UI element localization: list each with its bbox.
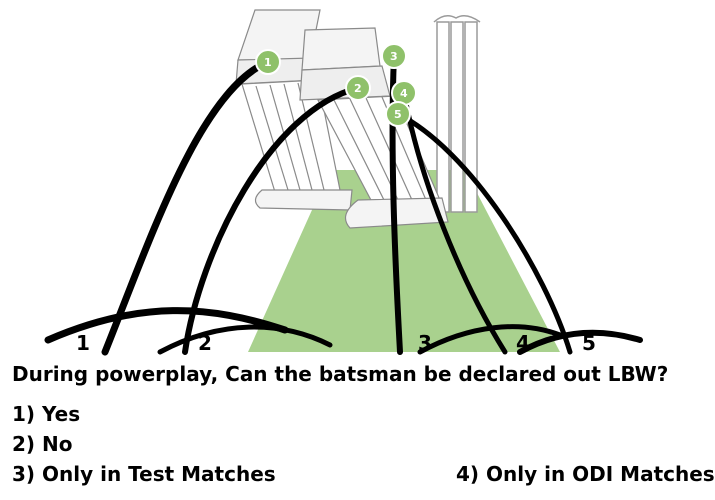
impact-marker-5: 5 — [385, 101, 411, 127]
impact-marker-3: 3 — [381, 43, 407, 69]
line-label-4: 4 — [516, 331, 530, 355]
right-leg — [299, 27, 449, 229]
question-text: During powerplay, Can the batsman be dec… — [12, 362, 669, 386]
impact-marker-1: 1 — [255, 49, 281, 75]
pitch-zone — [248, 170, 560, 352]
svg-text:2: 2 — [354, 82, 362, 95]
stumps — [433, 15, 481, 213]
option-1[interactable]: 1) Yes — [12, 402, 81, 426]
trajectory-lines — [44, 53, 643, 356]
svg-text:4: 4 — [400, 87, 408, 100]
line-label-1: 1 — [76, 331, 90, 355]
trajectory-line-1 — [101, 58, 272, 356]
impact-marker-2: 2 — [345, 75, 371, 101]
trajectory-line-5 — [395, 111, 573, 355]
svg-text:3: 3 — [390, 50, 398, 63]
lbw-diagram: 1 2 3 4 5 1 2 3 4 5 — [44, 9, 643, 356]
svg-text:1: 1 — [264, 56, 272, 69]
option-2[interactable]: 2) No — [12, 432, 73, 456]
line-label-3: 3 — [418, 331, 432, 355]
trajectory-line-4 — [401, 90, 508, 355]
quiz-card: 1 2 3 4 5 1 2 3 4 5 During powerplay, Ca… — [12, 9, 715, 486]
option-3[interactable]: 3) Only in Test Matches — [12, 462, 276, 486]
option-4[interactable]: 4) Only in ODI Matches — [456, 462, 715, 486]
svg-text:5: 5 — [394, 108, 402, 121]
line-label-5: 5 — [582, 331, 596, 355]
line-label-2: 2 — [198, 331, 212, 355]
